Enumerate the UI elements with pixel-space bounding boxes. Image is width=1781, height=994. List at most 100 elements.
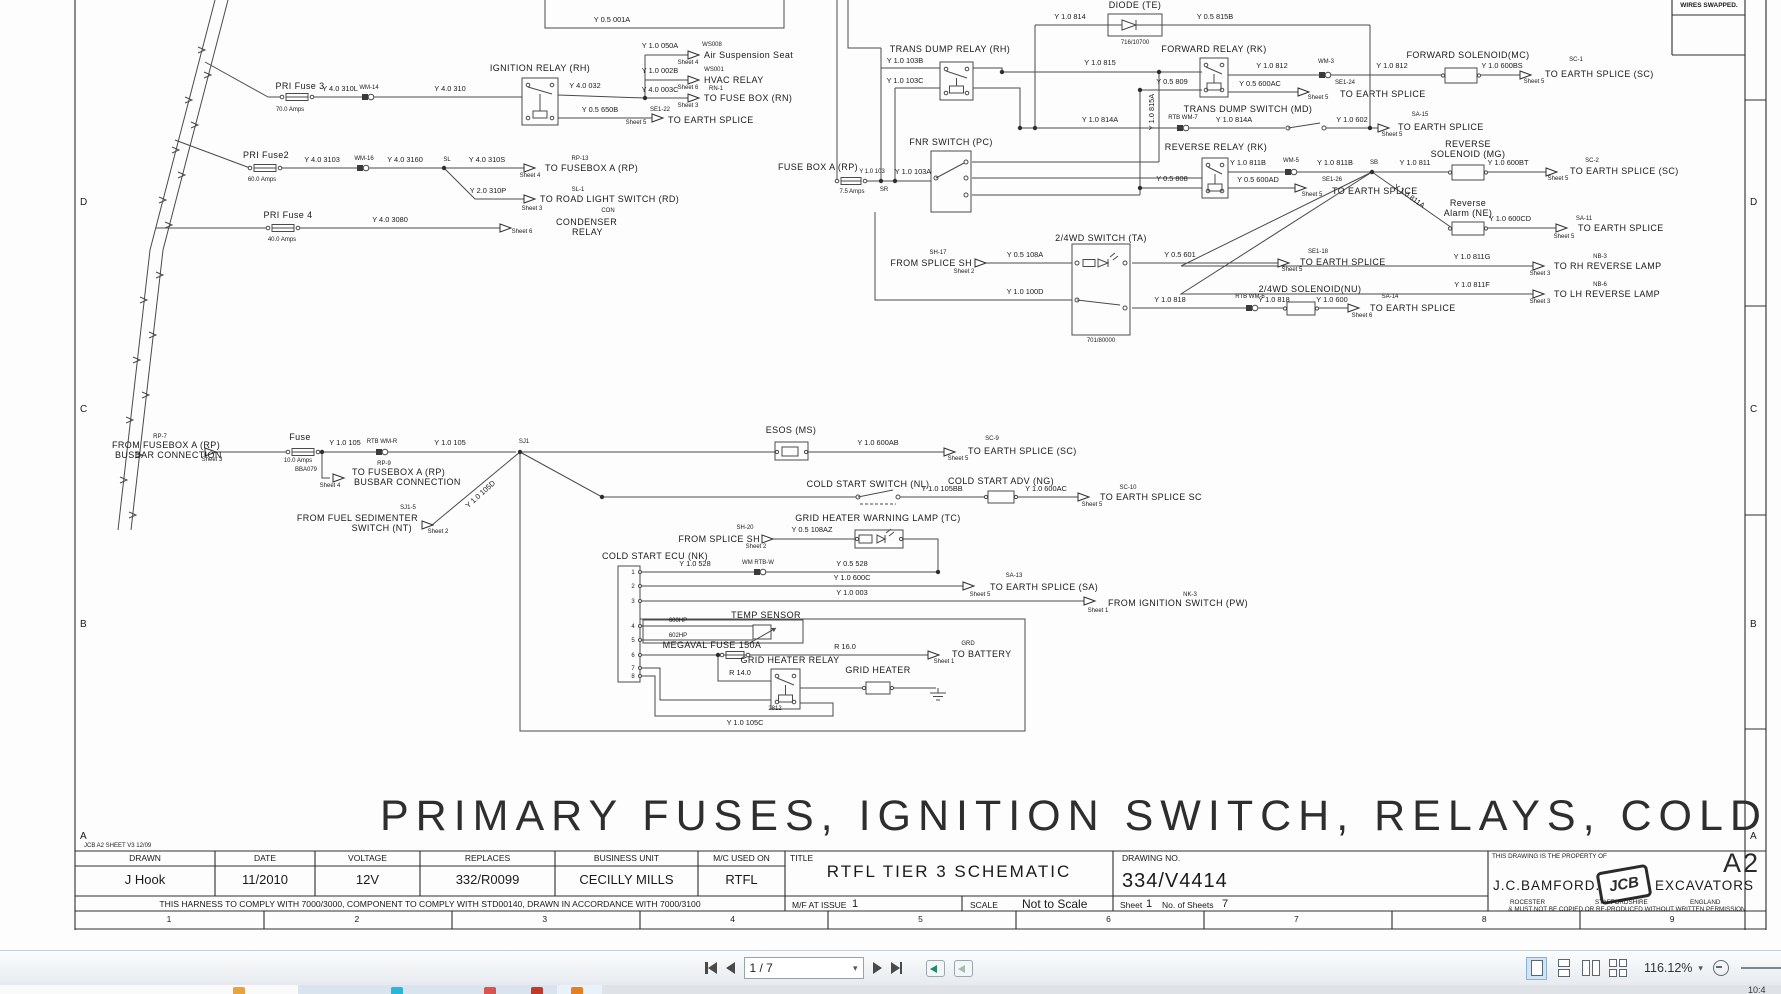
symbol-line: [857, 489, 894, 498]
connector: [754, 569, 760, 575]
sheet-reference-arrow: [1532, 261, 1546, 271]
continuous-layout-button[interactable]: [1553, 957, 1574, 980]
titleblock-drawn-value: J Hook: [124, 872, 166, 887]
previous-page-icon: [725, 962, 735, 974]
single-page-layout-button[interactable]: [1526, 956, 1547, 980]
component-box-sol: [1451, 164, 1485, 181]
zoom-dropdown-caret-icon[interactable]: ▾: [1698, 962, 1703, 973]
connector-ring: [1182, 124, 1190, 132]
symbol-line: [1112, 255, 1119, 261]
wire-label: Y 1.0 103C: [887, 76, 925, 85]
titleblock-mf-issue-label: M/F AT ISSUE: [792, 900, 847, 910]
zoom-level: 116.12%: [1644, 961, 1693, 975]
border-zone-letter-left: A: [80, 831, 87, 842]
wire-label: Y 0.5 108A: [1007, 250, 1044, 259]
taskbar-app-icon-fragment[interactable]: [571, 987, 583, 994]
ref-label: Sheet 5: [1382, 132, 1403, 138]
component-label: FORWARD RELAY (RK): [1161, 44, 1266, 54]
wire-label: Y 1.0 811B: [1317, 158, 1353, 167]
wire-label: Y 1.0 600AB: [857, 438, 898, 447]
two-page-layout-button[interactable]: [1580, 957, 1601, 980]
titleblock-mc-used-on-value: RTFL: [725, 872, 758, 887]
titleblock-company-right: EXCAVATORS: [1655, 878, 1755, 893]
next-view-button[interactable]: [954, 959, 973, 977]
taskbar-app-icon-fragment[interactable]: [391, 987, 403, 994]
component-label: MEGAVAL FUSE 150A: [663, 640, 762, 650]
ref-label: Sheet 1: [1088, 608, 1109, 614]
harness-tick: [125, 416, 135, 424]
component-label: TO EARTH SPLICE (SC): [968, 446, 1077, 456]
relay-coil: [1206, 82, 1222, 91]
ref-label: WM-16: [354, 156, 374, 162]
component-label: REVERSE RELAY (RK): [1165, 142, 1267, 152]
switch-fuse: [1082, 259, 1096, 267]
connector-ring: [362, 164, 370, 172]
zoom-out-button[interactable]: [1712, 960, 1729, 976]
sheet-reference-arrow: [687, 50, 701, 60]
taskbar-app-icon-fragment[interactable]: [233, 987, 245, 994]
symbol-line: [935, 162, 965, 179]
component-label: TO FUSE BOX (RN): [704, 93, 792, 103]
connector: [362, 94, 368, 100]
titleblock-replaces-label: REPLACES: [464, 853, 511, 863]
ref-label: SJ1-5: [400, 505, 416, 511]
revision-note: WIRES SWAPPED.: [1680, 2, 1738, 9]
pdf-page-canvas[interactable]: 12345678text{font-family:"Liberation San…: [0, 0, 1781, 950]
component-label: TO EARTH SPLICE (SA): [990, 582, 1098, 592]
fuse-pin: [247, 165, 253, 171]
taskbar-app-icon-fragment[interactable]: [484, 987, 496, 994]
titleblock-sheet-size: A2: [1722, 848, 1760, 878]
pin: [1447, 226, 1453, 231]
last-page-button[interactable]: [890, 962, 902, 974]
ref-label: RP-13: [571, 156, 589, 162]
wire-label: Y 1.0 002B: [642, 66, 679, 75]
border-zone-number: 2: [354, 914, 360, 924]
wire: [874, 212, 1072, 301]
zoom-slider[interactable]: [1740, 967, 1781, 969]
component-label: 2/4WD SOLENOID(NU): [1259, 284, 1362, 294]
ref-label: RTB WM-7: [1168, 115, 1198, 121]
ref-label: Sheet 3: [1530, 271, 1551, 277]
ref-label: Sheet 5: [1524, 79, 1545, 85]
led-triangle: [876, 534, 887, 544]
pin-number: 1: [631, 570, 635, 576]
wire: [130, 0, 229, 531]
titleblock-date-label: DATE: [253, 853, 277, 863]
wire-label: Y 1.0 003: [836, 588, 868, 597]
pin: [895, 494, 901, 500]
pin: [1122, 305, 1128, 311]
taskbar-app-icon-fragment[interactable]: [531, 987, 543, 994]
previous-view-button[interactable]: [926, 959, 945, 977]
next-page-button[interactable]: [872, 962, 882, 974]
connector: [376, 449, 382, 455]
component-label: Alarm (NE): [1444, 208, 1493, 218]
pin: [638, 599, 642, 603]
component-label: FNR SWITCH (PC): [909, 137, 993, 147]
component-label: COLD START ADV (NG): [948, 476, 1054, 486]
ref-label: SC-10: [1119, 485, 1137, 491]
component-label: TO FUSEBOX A (RP): [545, 163, 638, 173]
splice-dot: [878, 178, 884, 184]
previous-page-button[interactable]: [725, 962, 735, 974]
titleblock-company-left: J.C.BAMFORD.: [1493, 878, 1601, 893]
border-zone-number: 7: [1293, 914, 1299, 924]
ref-label: SC-1: [1569, 57, 1583, 63]
drawing-title: PRIMARY FUSES, IGNITION SWITCH, RELAYS, …: [380, 792, 1781, 840]
wire-label: Y 0.5 600AC: [1239, 79, 1281, 88]
pin: [549, 82, 555, 88]
first-page-button[interactable]: [705, 962, 717, 974]
page-number-select[interactable]: 1 / 7 ▾: [743, 957, 864, 979]
component-label: TO EARTH SPLICE SC: [1100, 492, 1202, 502]
border-zone-number: 5: [918, 914, 923, 924]
wire-label: Y 1.0 105C: [727, 718, 765, 727]
sheet-reference-arrow: [332, 473, 346, 483]
fuse-pin: [295, 225, 301, 231]
ref-label: Sheet 3: [678, 103, 699, 109]
wire-label: Y 1.0 815A: [1147, 94, 1156, 131]
connector: [1177, 125, 1183, 131]
ref-label: Sheet 5: [948, 456, 969, 462]
two-page-continuous-layout-button[interactable]: [1607, 957, 1628, 980]
splice-dot: [715, 652, 721, 658]
ref-label: SC-9: [985, 436, 999, 442]
component-box-relay: [770, 668, 801, 710]
